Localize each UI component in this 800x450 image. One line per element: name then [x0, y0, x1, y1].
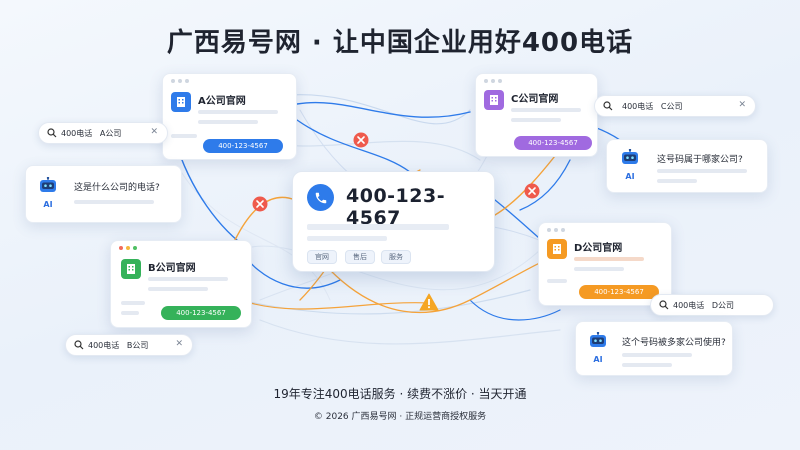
phone-pill: 400-123-4567	[579, 285, 659, 299]
phone-icon	[307, 184, 334, 211]
footer-tagline: 19年专注400电话服务 · 续费不涨价 · 当天开通	[273, 387, 527, 401]
search-query: 400电话 D公司	[673, 300, 735, 310]
building-icon	[171, 92, 191, 112]
robot-icon: AI	[587, 331, 609, 364]
ai-question: 这个号码被多家公司使用?	[622, 338, 726, 348]
building-icon	[121, 259, 141, 279]
company-card-d[interactable]: D公司官网 400-123-4567	[538, 222, 672, 306]
search-bar-a[interactable]: 400电话 A公司 ✕	[38, 122, 168, 144]
search-icon	[659, 300, 669, 310]
company-name: A公司官网	[198, 96, 246, 107]
ai-question: 这号码属于哪家公司?	[657, 155, 743, 165]
error-icon	[252, 196, 268, 212]
page-title: 广西易号网 · 让中国企业用好400电话	[166, 28, 634, 58]
search-bar-b[interactable]: 400电话 B公司 ✕	[65, 334, 193, 356]
phone-pill: 400-123-4567	[203, 139, 283, 153]
company-name: B公司官网	[148, 263, 196, 274]
search-icon	[47, 128, 57, 138]
search-query: 400电话 A公司	[61, 128, 122, 138]
phone-pill: 400-123-4567	[514, 136, 592, 150]
close-icon[interactable]: ✕	[738, 100, 746, 110]
search-query: 400电话 B公司	[88, 340, 149, 350]
ai-question: 这是什么公司的电话?	[74, 183, 160, 193]
building-icon	[547, 239, 567, 259]
search-bar-c[interactable]: 400电话 C公司 ✕	[594, 95, 756, 117]
company-card-b[interactable]: B公司官网 400-123-4567	[110, 240, 252, 328]
search-bar-d[interactable]: 400电话 D公司	[650, 294, 774, 316]
company-card-a[interactable]: A公司官网 400-123-4567	[162, 73, 297, 160]
warning-icon	[419, 293, 439, 311]
tag-after-sales: 售后	[345, 250, 375, 264]
building-icon	[484, 90, 504, 110]
company-card-c[interactable]: C公司官网 400-123-4567	[475, 73, 598, 157]
robot-icon: AI	[619, 148, 641, 181]
close-icon[interactable]: ✕	[150, 127, 158, 137]
company-name: D公司官网	[574, 243, 623, 254]
ai-question-card-2: AI 这号码属于哪家公司?	[606, 139, 768, 193]
ai-question-card-3: AI 这个号码被多家公司使用?	[575, 321, 733, 376]
center-phone-card[interactable]: 400-123-4567 官网 售后 服务	[292, 171, 495, 272]
error-icon	[353, 132, 369, 148]
footer-copyright: © 2026 广西易号网 · 正规运营商授权服务	[313, 412, 487, 422]
search-icon	[603, 101, 613, 111]
robot-icon: AI	[37, 176, 59, 209]
phone-number: 400-123-4567	[346, 185, 446, 229]
search-icon	[74, 340, 84, 350]
tag-official: 官网	[307, 250, 337, 264]
company-name: C公司官网	[511, 94, 559, 105]
search-query: 400电话 C公司	[622, 101, 683, 111]
ai-question-card-1: AI 这是什么公司的电话?	[25, 165, 182, 223]
tag-service: 服务	[381, 250, 411, 264]
close-icon[interactable]: ✕	[175, 339, 183, 349]
error-icon	[524, 183, 540, 199]
phone-pill: 400-123-4567	[161, 306, 241, 320]
